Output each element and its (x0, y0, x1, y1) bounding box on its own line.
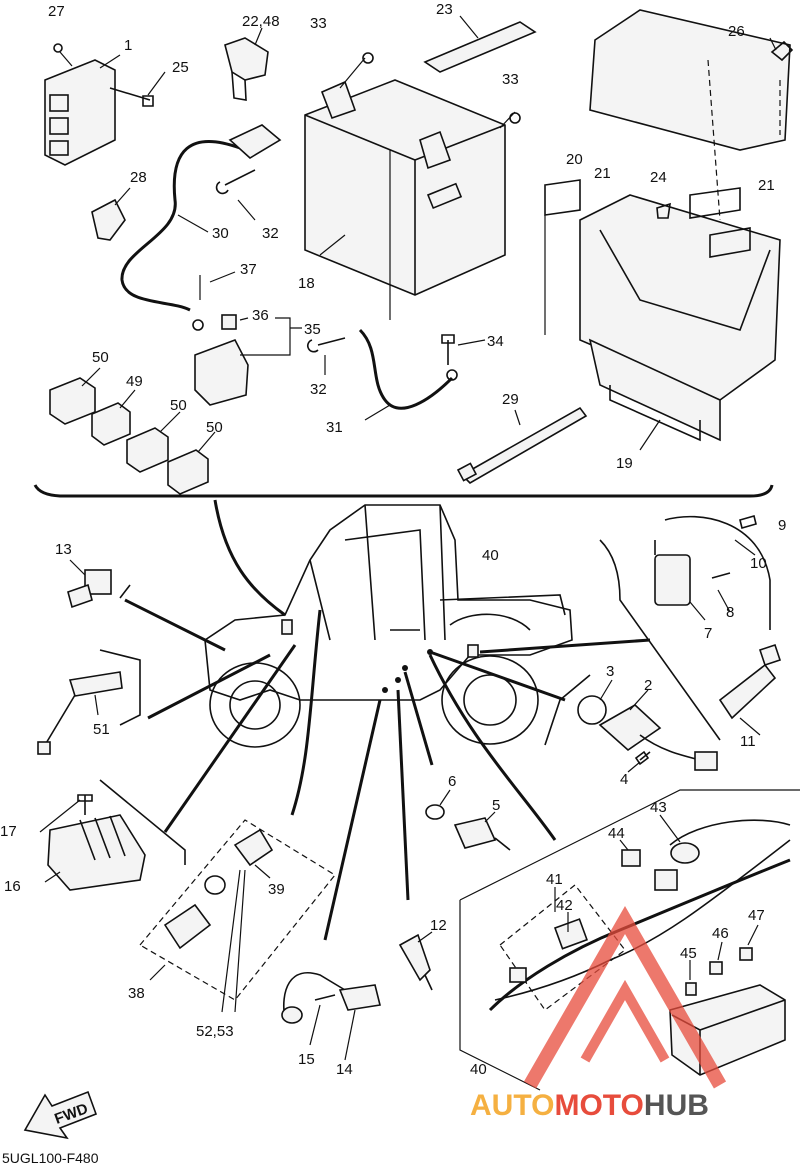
temperature-sensor (425, 789, 511, 851)
wire-clip (91, 187, 131, 241)
callout-44: 44 (608, 825, 625, 842)
callout-12: 12 (430, 917, 447, 934)
callout-40a: 40 (482, 547, 499, 564)
callout-45: 45 (680, 945, 697, 962)
watermark-hub: HUB (644, 1089, 709, 1122)
callout-7: 7 (704, 625, 712, 642)
callout-31: 31 (326, 419, 343, 436)
callout-41: 41 (546, 871, 563, 888)
negative-cable (306, 150, 486, 421)
callout-28: 28 (130, 169, 147, 186)
fuse-holder (224, 27, 269, 101)
battery-strap (423, 15, 537, 73)
sensor-51 (37, 671, 123, 755)
lower-parts-group (37, 515, 800, 1091)
battery-cable (120, 124, 282, 312)
ecu-unit (44, 43, 166, 166)
diagram-code: 5UGL100-F480 (2, 1150, 99, 1166)
spark-plug (398, 931, 433, 991)
callout-21b: 21 (758, 177, 775, 194)
callout-52-53: 52,53 (196, 1023, 234, 1040)
callout-20: 20 (566, 151, 583, 168)
callout-5: 5 (492, 797, 500, 814)
sensor-13 (67, 559, 112, 609)
gear-sensor (577, 679, 718, 773)
relays (49, 367, 216, 495)
callout-34: 34 (487, 333, 504, 350)
callout-29: 29 (502, 391, 519, 408)
callout-17: 17 (0, 823, 17, 840)
leader-lines (99, 499, 721, 941)
callout-30: 30 (212, 225, 229, 242)
callout-27: 27 (48, 3, 65, 20)
callout-9: 9 (778, 517, 786, 534)
watermark-moto: MOTO (554, 1089, 643, 1122)
watermark-auto: AUTO (470, 1089, 554, 1122)
callout-19: 19 (616, 455, 633, 472)
callout-15: 15 (298, 1051, 315, 1068)
cable-tie (456, 406, 588, 484)
battery (304, 52, 521, 296)
watermark-logo (523, 905, 727, 1089)
callout-47: 47 (748, 907, 765, 924)
callout-25: 25 (172, 59, 189, 76)
callout-42: 42 (556, 897, 573, 914)
callout-51: 51 (93, 721, 110, 738)
callout-22-48: 22,48 (242, 13, 280, 30)
callout-3: 3 (606, 663, 614, 680)
callout-labels: 27 1 25 22,48 33 23 33 26 20 21 24 21 28… (0, 1, 786, 1078)
vehicle-outline (204, 504, 573, 748)
rectifier-regulator (39, 794, 146, 891)
callout-13: 13 (55, 541, 72, 558)
spark-plug-cap (718, 643, 782, 736)
watermark-text: AUTOMOTOHUB (470, 1089, 709, 1122)
callout-6: 6 (448, 773, 456, 790)
crank-sensor (281, 972, 381, 1061)
callout-32a: 32 (262, 225, 279, 242)
callout-46: 46 (712, 925, 729, 942)
battery-box (544, 9, 794, 451)
callout-39: 39 (268, 881, 285, 898)
fwd-arrow: FWD (23, 1090, 98, 1140)
callout-4: 4 (620, 771, 628, 788)
callout-49: 49 (126, 373, 143, 390)
callout-33b: 33 (502, 71, 519, 88)
callout-50a: 50 (92, 349, 109, 366)
callout-11: 11 (740, 733, 756, 750)
callout-50c: 50 (206, 419, 223, 436)
callout-21a: 21 (594, 165, 611, 182)
callout-16: 16 (4, 878, 21, 895)
ignition-coil (654, 515, 771, 630)
upper-parts-group (44, 9, 794, 495)
callout-24: 24 (650, 169, 667, 186)
callout-2: 2 (644, 677, 652, 694)
callout-37: 37 (240, 261, 257, 278)
callout-8: 8 (726, 604, 734, 621)
callout-50b: 50 (170, 397, 187, 414)
callout-43: 43 (650, 799, 667, 816)
starter-relay (192, 271, 302, 406)
callout-36: 36 (252, 307, 269, 324)
callout-35: 35 (304, 321, 321, 338)
section-divider (33, 484, 774, 498)
callout-38: 38 (128, 985, 145, 1002)
callout-14: 14 (336, 1061, 353, 1078)
callout-26: 26 (728, 23, 745, 40)
callout-23: 23 (436, 1, 453, 18)
speed-sensor (139, 819, 336, 1013)
callout-18: 18 (298, 275, 315, 292)
callout-10: 10 (750, 555, 767, 572)
callout-40b: 40 (470, 1061, 487, 1078)
callout-33a: 33 (310, 15, 327, 32)
callout-32b: 32 (310, 381, 327, 398)
callout-1: 1 (124, 37, 132, 54)
